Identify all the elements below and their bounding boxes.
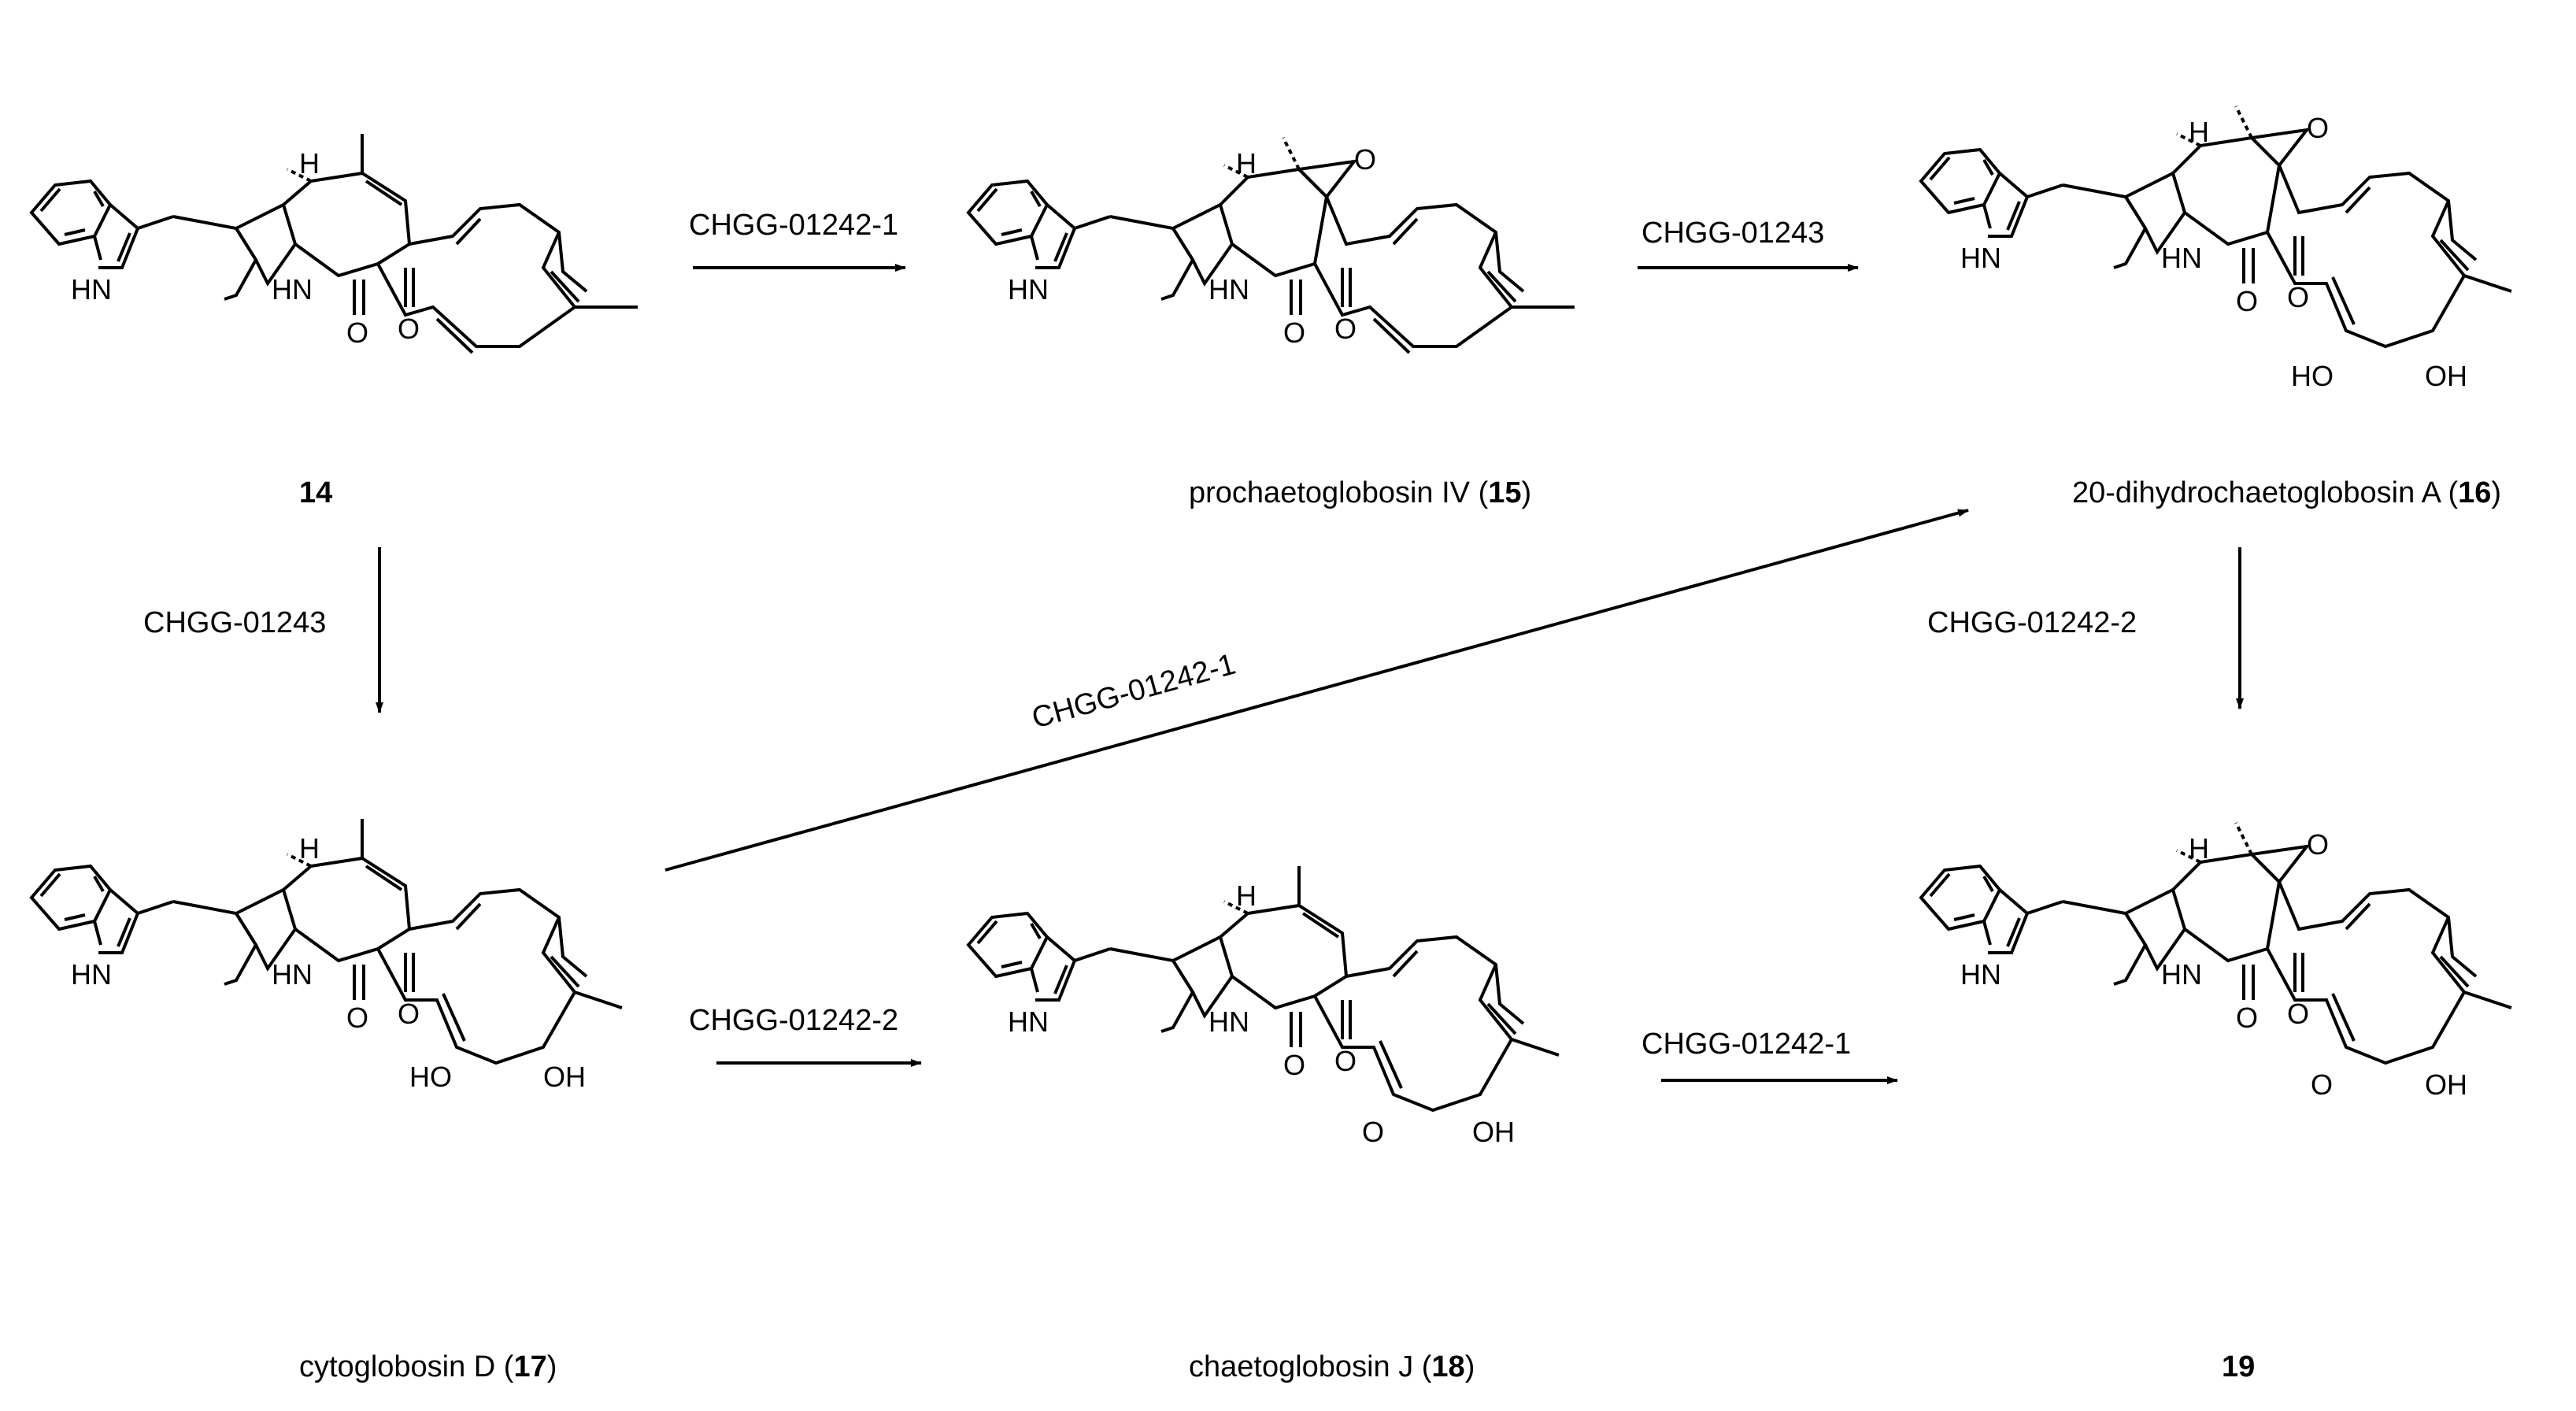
enzyme-label-18-to-19: CHGG-01242-1 (1641, 1028, 1852, 1061)
arrow-17-to-16 (664, 509, 1969, 872)
compound-label-18: chaetoglobosin J (18) (1189, 1350, 1475, 1383)
atom-label: HN (2161, 242, 2202, 274)
atom-label: O (1334, 313, 1356, 345)
atom-label: O (1362, 1116, 1384, 1148)
atom-label: H (1236, 147, 1257, 180)
atom-label: O (1283, 1049, 1305, 1081)
atom-label: HN (1008, 1005, 1049, 1038)
atom-label: HN (71, 273, 112, 306)
enzyme-label-16-to-19: CHGG-01242-2 (1927, 606, 2137, 639)
atom-label: H (2189, 116, 2209, 148)
atom-label: O (346, 317, 368, 349)
atom-label: O (2236, 1002, 2258, 1034)
structure-16: HN HN H O O O HO OH (1919, 106, 2512, 392)
atom-label: OH (543, 1061, 586, 1093)
atom-label: O (398, 313, 420, 345)
structure-15: HN HN H O O O (967, 137, 1575, 354)
structure-19: HN HN H O O O O OH (1919, 822, 2512, 1101)
atom-label: O (2287, 998, 2309, 1030)
atom-label: HN (1008, 273, 1049, 306)
enzyme-label-17-to-18: CHGG-01242-2 (689, 1004, 899, 1037)
atom-label: H (299, 832, 320, 865)
atom-label: HN (71, 958, 112, 991)
atom-label: HN (1208, 1005, 1249, 1038)
atom-label: HN (272, 958, 313, 991)
atom-label: H (1236, 880, 1257, 912)
atom-label: O (1354, 143, 1376, 176)
atom-label: OH (2425, 1068, 2467, 1101)
structure-14: HN HN H O O (30, 134, 638, 354)
atom-label: O (346, 1002, 368, 1034)
atom-label: H (2189, 832, 2209, 865)
atom-label: OH (1472, 1116, 1515, 1148)
atom-label: HO (2291, 360, 2334, 392)
atom-label: HO (409, 1061, 452, 1093)
atom-label: O (1334, 1045, 1356, 1077)
atom-label: O (2307, 828, 2329, 861)
compound-label-16: 20-dihydrochaetoglobosin A (16) (2072, 476, 2502, 509)
atom-label: HN (1208, 273, 1249, 306)
atom-label: HN (2161, 958, 2202, 991)
compound-label-19: 19 (2222, 1350, 2256, 1383)
atom-label: O (2236, 285, 2258, 317)
enzyme-label-14-to-15: CHGG-01242-1 (689, 209, 899, 242)
atom-label: HN (272, 273, 313, 306)
structure-18: HN HN H O O O OH (967, 866, 1560, 1148)
enzyme-label-15-to-16: CHGG-01243 (1641, 217, 1825, 250)
atom-label: O (1283, 317, 1305, 349)
atom-label: HN (1960, 242, 2001, 274)
atom-label: HN (1960, 958, 2001, 991)
structure-17: HN HN H O O HO OH (30, 819, 623, 1093)
compound-label-14: 14 (299, 476, 333, 509)
atom-label: O (398, 998, 420, 1030)
compound-label-15: prochaetoglobosin IV (15) (1189, 476, 1532, 509)
atom-label: O (2307, 112, 2329, 144)
compound-label-17: cytoglobosin D (17) (299, 1350, 557, 1383)
atom-label: H (299, 147, 320, 180)
enzyme-label-17-to-16: CHGG-01242-1 (1028, 648, 1239, 735)
atom-label: OH (2425, 360, 2467, 392)
enzyme-label-14-to-17: CHGG-01243 (143, 606, 327, 639)
atom-label: O (2287, 281, 2309, 313)
atom-label: O (2311, 1068, 2333, 1101)
